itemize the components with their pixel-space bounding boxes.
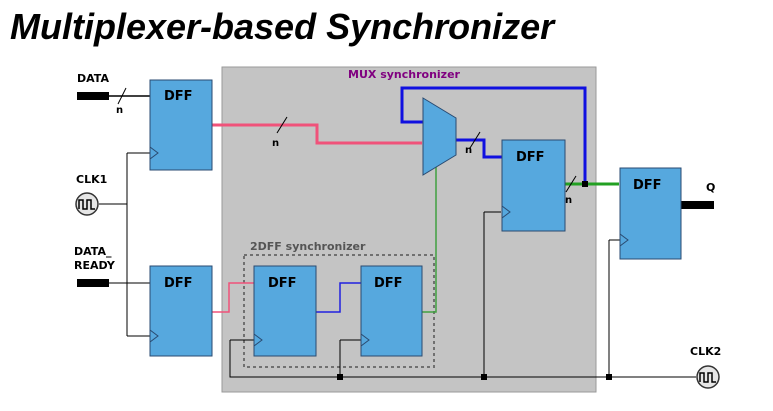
dff-label: DFF [516,150,545,165]
dff-label: DFF [268,276,297,291]
dff-label: DFF [374,276,403,291]
clock-source-icon [696,365,720,389]
bus-width-label: n [116,105,123,116]
clk2-wire [229,211,696,378]
mux-feedback-bus [400,86,587,184]
clock-pin [149,146,159,160]
dff-data-in [149,79,213,171]
clk2-label: CLK2 [690,345,721,358]
sync2-region [243,254,435,368]
junction-dot [481,374,487,380]
clk1-label: CLK1 [76,173,107,186]
bus-width-tick [565,175,577,193]
dff-ready-in [149,265,213,357]
dff-label: DFF [633,178,662,193]
bus-width-tick [117,87,127,105]
clock-pin [619,233,629,247]
dff-sync1 [253,265,317,357]
data-ready-label-line2: READY [74,259,116,272]
bus-width-label: n [272,138,279,149]
mux-output-bus [456,138,502,159]
mux-region-label: MUX synchronizer [348,68,461,81]
data-input-terminal [77,92,109,100]
junction-dot [337,374,343,380]
bus-width-label: n [465,145,472,156]
dff-mux-out [501,139,566,232]
junction-dot [582,181,588,187]
slide-title: Multiplexer-based Synchronizer [10,6,555,47]
data-ready-label-line1: DATA_ [74,245,112,258]
sync2-label: 2DFF synchronizer [250,240,366,253]
data-bus [212,123,422,145]
data-ready-terminal [77,279,109,287]
dff-label: DFF [164,89,193,104]
clock-source-icon [75,192,99,216]
ready-path [212,282,254,313]
junction-dot [606,374,612,380]
sync-path [316,282,361,313]
clock-pin [253,333,263,347]
q-output-terminal [681,201,714,209]
clock-pin [501,205,511,219]
clock-pin [360,333,370,347]
bus-width-label: n [565,195,572,206]
data-input-label: DATA [77,72,109,85]
multiplexer-icon [422,97,457,176]
q-output-label: Q [706,181,715,194]
bus-width-tick [469,131,481,149]
clock-pin [149,329,159,343]
dff-output [619,167,682,260]
bus-width-tick [276,116,288,134]
dff-label: DFF [164,276,193,291]
dff-sync2 [360,265,423,357]
clk1-wire [99,152,150,337]
